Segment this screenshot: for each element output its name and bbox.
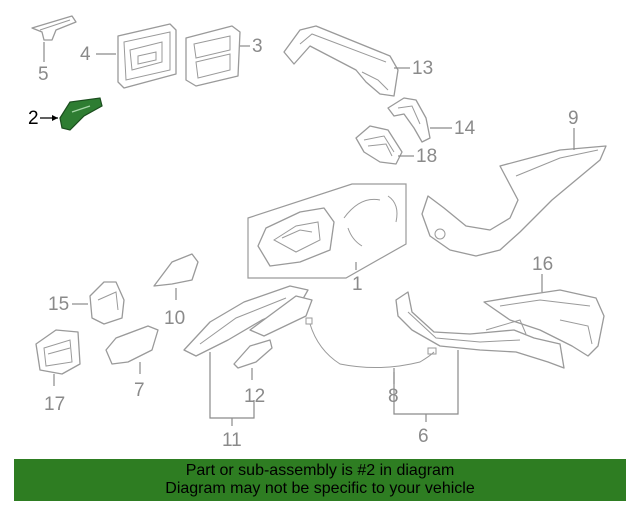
part-9-side-panel[interactable] bbox=[421, 145, 607, 257]
part-1-cluster-group[interactable] bbox=[247, 183, 407, 279]
part-13-upper-trim[interactable] bbox=[283, 25, 399, 97]
part-10-end-cap[interactable] bbox=[153, 253, 199, 287]
callout-8: 8 bbox=[388, 386, 399, 407]
part-17-vent[interactable] bbox=[35, 329, 81, 375]
callout-5: 5 bbox=[38, 64, 49, 85]
callout-1: 1 bbox=[352, 274, 363, 295]
part-12-clip[interactable] bbox=[233, 339, 273, 369]
callout-6: 6 bbox=[418, 426, 429, 447]
callout-18: 18 bbox=[416, 146, 437, 167]
part-16-bracket[interactable] bbox=[483, 289, 605, 357]
banner-line-2: Diagram may not be specific to your vehi… bbox=[165, 480, 475, 497]
callout-12: 12 bbox=[244, 386, 265, 407]
part-2-highlighted[interactable] bbox=[59, 97, 103, 131]
callout-10: 10 bbox=[164, 308, 185, 329]
part-3-trim-plate[interactable] bbox=[185, 25, 241, 87]
callout-17: 17 bbox=[44, 394, 65, 415]
callout-4: 4 bbox=[80, 44, 91, 65]
part-11-lower-trim[interactable] bbox=[183, 285, 313, 357]
part-15-switch[interactable] bbox=[89, 281, 125, 325]
callout-15: 15 bbox=[48, 294, 69, 315]
callout-16: 16 bbox=[532, 254, 553, 275]
callout-13: 13 bbox=[412, 58, 433, 79]
part-14-trim[interactable] bbox=[387, 97, 431, 143]
callout-14: 14 bbox=[454, 118, 476, 139]
callout-3: 3 bbox=[252, 36, 263, 57]
part-7-cover[interactable] bbox=[105, 325, 159, 365]
part-6-lower-brace[interactable] bbox=[395, 291, 565, 369]
part-5-trim[interactable] bbox=[31, 15, 77, 41]
part-18-vent[interactable] bbox=[355, 125, 403, 165]
callout-7: 7 bbox=[134, 380, 145, 401]
part-8-cable[interactable] bbox=[305, 317, 437, 369]
banner-line-1: Part or sub-assembly is #2 in diagram bbox=[185, 462, 455, 479]
callout-2: 2 bbox=[28, 108, 39, 129]
info-banner: Part or sub-assembly is #2 in diagram Di… bbox=[14, 459, 626, 501]
part-4-bezel[interactable] bbox=[117, 23, 177, 89]
callout-9: 9 bbox=[568, 108, 579, 129]
callout-11: 11 bbox=[222, 430, 242, 451]
